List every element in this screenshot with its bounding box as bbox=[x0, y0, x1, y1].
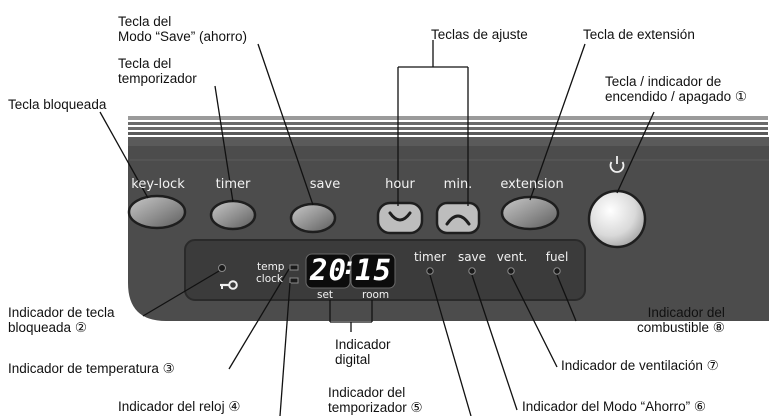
down-arrow-icon bbox=[388, 211, 412, 222]
callout-timer-key: Tecla del temporizador bbox=[118, 56, 197, 86]
timer-indicator-label: timer bbox=[413, 250, 447, 264]
fuel-indicator-label: fuel bbox=[545, 250, 569, 264]
callout-power-key: Tecla / indicador de encendido / apagado… bbox=[605, 74, 747, 104]
callout-adjust-keys: Teclas de ajuste bbox=[431, 27, 528, 42]
callout-vent-indicator: Indicador de ventilación ⑦ bbox=[561, 358, 719, 373]
callout-clock-indicator: Indicador del reloj ④ bbox=[118, 399, 241, 414]
hour-button bbox=[376, 201, 424, 235]
temp-label: temp bbox=[257, 261, 285, 273]
min-button bbox=[435, 201, 481, 235]
callout-fuel-indicator: Indicador del combustible ⑧ bbox=[637, 305, 725, 335]
lcd-minutes-window bbox=[350, 253, 396, 289]
min-label: min. bbox=[443, 177, 473, 192]
vent-led bbox=[507, 267, 515, 275]
callout-save-mode-indicator: Indicador del Modo “Ahorro” ⑥ bbox=[522, 399, 706, 414]
extension-label: extension bbox=[500, 177, 564, 192]
lcd-hours: 20 bbox=[310, 253, 347, 287]
panel-ridges bbox=[128, 116, 768, 135]
save-button bbox=[289, 202, 337, 234]
power-button bbox=[587, 189, 647, 249]
save-led bbox=[468, 267, 476, 275]
vent-indicator-label: vent. bbox=[496, 250, 528, 264]
clock-led bbox=[289, 277, 299, 284]
key-lock-button bbox=[127, 194, 187, 230]
callout-timer-indicator: Indicador del temporizador ⑤ bbox=[328, 385, 423, 415]
leader-lines bbox=[99, 40, 655, 416]
callout-lock-key: Tecla bloqueada bbox=[8, 97, 107, 112]
callout-save-mode-key: Tecla del Modo “Save” (ahorro) bbox=[118, 14, 248, 44]
set-label: set bbox=[317, 289, 334, 301]
key-icon bbox=[220, 280, 238, 290]
save-indicator-label: save bbox=[457, 250, 487, 264]
extension-button bbox=[500, 195, 560, 231]
lcd-minutes: 15 bbox=[355, 253, 392, 287]
callout-temp-indicator: Indicador de temperatura ③ bbox=[8, 361, 175, 376]
lcd-colon: : bbox=[342, 252, 358, 280]
lcd-hours-window bbox=[305, 253, 351, 289]
room-label: room bbox=[362, 289, 390, 301]
timer-label: timer bbox=[215, 177, 251, 192]
callout-digital-indicator: Indicador digital bbox=[335, 337, 391, 367]
temp-led bbox=[289, 264, 299, 271]
timer-button bbox=[209, 199, 257, 231]
callout-lock-indicator: Indicador de tecla bloqueada ② bbox=[8, 305, 115, 335]
fuel-led bbox=[553, 267, 561, 275]
clock-label: clock bbox=[256, 273, 283, 285]
power-icon bbox=[609, 156, 625, 173]
hour-label: hour bbox=[385, 177, 415, 192]
timer-led bbox=[426, 267, 434, 275]
lock-led bbox=[218, 264, 226, 272]
up-arrow-icon bbox=[445, 214, 471, 226]
save-label: save bbox=[309, 177, 341, 192]
callout-extension-key: Tecla de extensión bbox=[583, 27, 695, 42]
key-lock-label: key-lock bbox=[131, 177, 185, 192]
